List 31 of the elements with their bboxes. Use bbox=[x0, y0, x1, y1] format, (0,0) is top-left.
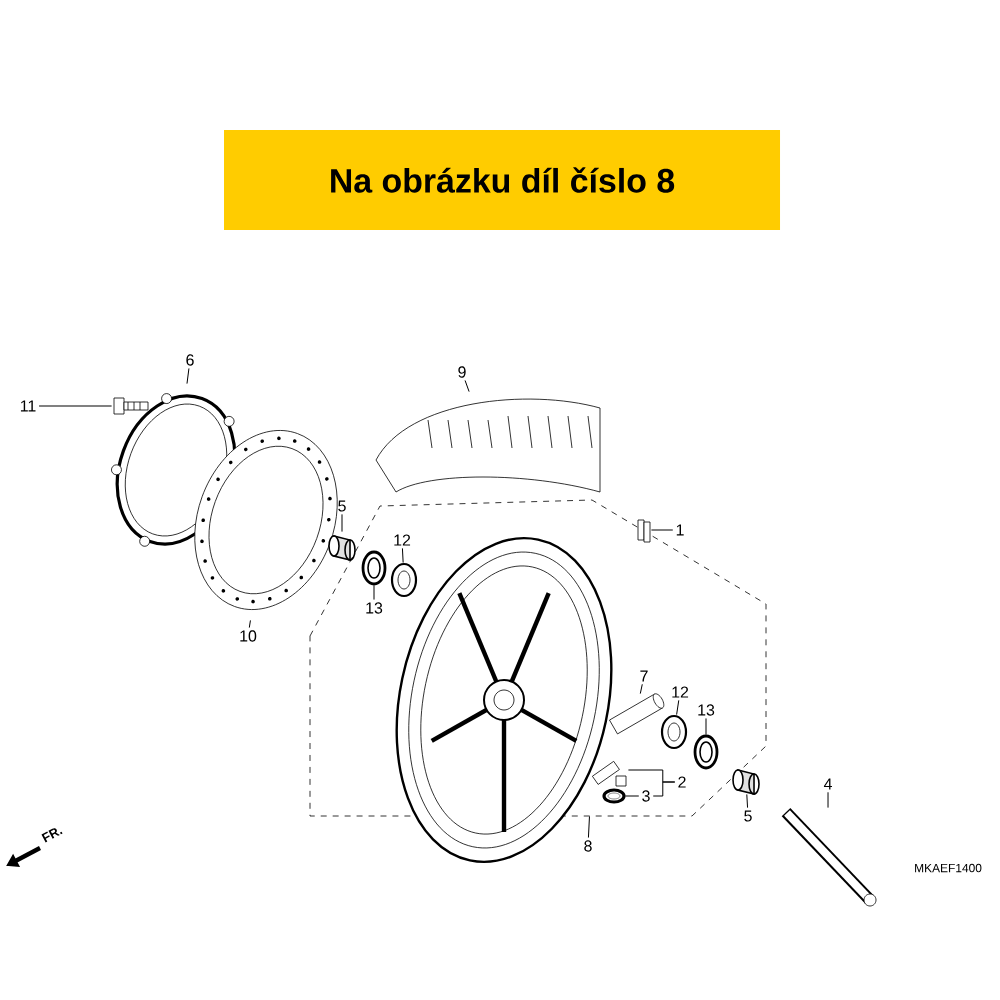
wheel-drawing bbox=[309, 499, 767, 864]
leader-line bbox=[639, 683, 643, 695]
leader-line bbox=[650, 529, 674, 531]
leader-line bbox=[464, 379, 470, 393]
leader-line bbox=[652, 781, 676, 797]
seal-drawing bbox=[361, 550, 387, 586]
leader-line bbox=[587, 815, 590, 839]
leader-line bbox=[373, 584, 375, 601]
valve-drawing bbox=[592, 760, 627, 787]
leader-line bbox=[827, 791, 829, 809]
leader-line bbox=[341, 513, 343, 533]
collar-drawing bbox=[732, 769, 760, 796]
leader-line bbox=[624, 795, 640, 797]
leader-line bbox=[186, 367, 190, 385]
bearing-drawing bbox=[390, 562, 418, 598]
leader-line bbox=[676, 699, 680, 716]
balance-weight-drawing bbox=[637, 519, 651, 543]
leader-line bbox=[401, 547, 404, 564]
leader-line bbox=[705, 717, 707, 736]
seal-drawing bbox=[693, 734, 719, 770]
leader-line bbox=[248, 619, 251, 629]
axle-drawing bbox=[781, 807, 877, 907]
o-ring-drawing bbox=[602, 788, 626, 804]
collar-drawing bbox=[328, 535, 356, 561]
leader-line bbox=[746, 793, 749, 809]
bolt-drawing bbox=[113, 397, 149, 415]
tire-drawing bbox=[375, 398, 601, 493]
bearing-drawing bbox=[660, 714, 688, 750]
brake-disc-drawing bbox=[194, 430, 338, 610]
title-banner: Na obrázku díl číslo 8 bbox=[224, 130, 780, 230]
leader-line bbox=[38, 405, 113, 407]
